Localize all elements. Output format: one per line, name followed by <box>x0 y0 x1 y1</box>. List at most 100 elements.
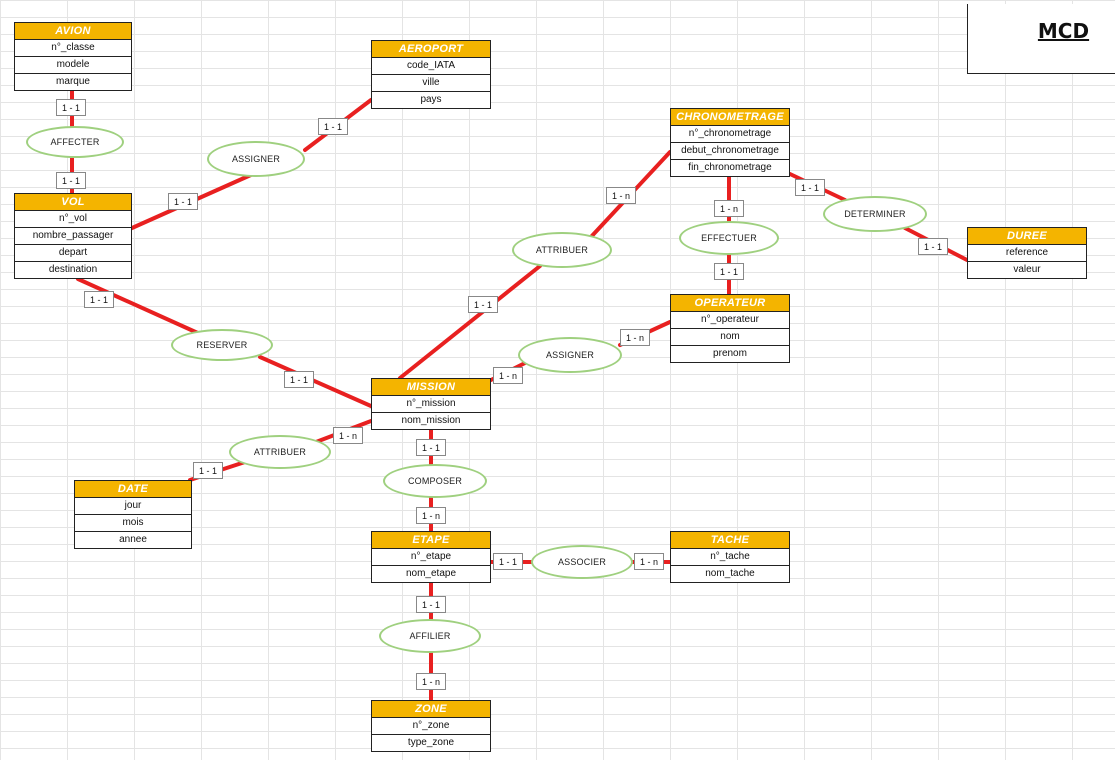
entity-attribute: modele <box>15 57 131 74</box>
entity-attribute: reference <box>968 245 1086 262</box>
association-label: ASSIGNER <box>231 154 281 164</box>
entity-attribute: nom_etape <box>405 568 457 579</box>
link-line <box>398 264 542 380</box>
association-effectuer: EFFECTUER <box>679 221 779 255</box>
link-line <box>258 355 382 412</box>
cardinality-vol-reserver: 1 - 1 <box>84 291 114 308</box>
entity-title: DUREE <box>968 228 1086 245</box>
association-reserver: RESERVER <box>171 329 273 361</box>
entity-title: ZONE <box>372 701 490 718</box>
entity-title: ETAPE <box>372 532 490 549</box>
entity-title: AVION <box>15 23 131 40</box>
association-assigner-operateur: ASSIGNER <box>518 337 622 373</box>
entity-attribute: pays <box>420 94 442 105</box>
cardinality-mission-attribuer: 1 - 1 <box>468 296 498 313</box>
entity-title: TACHE <box>671 532 789 549</box>
cardinality-mission-composer: 1 - 1 <box>416 439 446 456</box>
cardinality-chrono-attribuer: 1 - n <box>606 187 636 204</box>
cardinality-mission-attribuer-date: 1 - n <box>333 427 363 444</box>
entity-attribute: nom_tache <box>705 568 755 579</box>
entity-attribute: n°_operateur <box>671 312 789 329</box>
association-label: DETERMINER <box>844 209 906 219</box>
entity-attribute: debut_chronometrage <box>671 143 789 160</box>
entity-attribute: n°_mission <box>372 396 490 413</box>
entity-attribute: nom_mission <box>401 415 461 426</box>
association-label: AFFILIER <box>409 631 451 641</box>
cardinality-operateur-effectuer: 1 - 1 <box>714 263 744 280</box>
cardinality-chrono-effectuer: 1 - n <box>714 200 744 217</box>
cardinality-tache-associer: 1 - n <box>634 553 664 570</box>
cardinality-vol-assigner: 1 - 1 <box>168 193 198 210</box>
entity-title: AEROPORT <box>372 41 490 58</box>
association-label: ASSIGNER <box>545 350 595 360</box>
entity-attribute: n°_tache <box>671 549 789 566</box>
cardinality-duree-determiner: 1 - 1 <box>918 238 948 255</box>
entity-attribute: annee <box>119 534 147 545</box>
entity-title: MISSION <box>372 379 490 396</box>
cardinality-mission-assigner: 1 - n <box>493 367 523 384</box>
cardinality-etape-composer: 1 - n <box>416 507 446 524</box>
association-label: AFFECTER <box>50 137 100 147</box>
entity-attribute: valeur <box>1013 264 1041 275</box>
association-assigner-aeroport: ASSIGNER <box>207 141 305 177</box>
page-title: MCD <box>1037 18 1090 43</box>
cardinality-etape-associer: 1 - 1 <box>493 553 523 570</box>
cardinality-aeroport-assigner: 1 - 1 <box>318 118 348 135</box>
association-label: RESERVER <box>196 340 248 350</box>
cardinality-chrono-determiner: 1 - 1 <box>795 179 825 196</box>
entity-attribute: ville <box>372 75 490 92</box>
entity-attribute: mois <box>75 515 191 532</box>
title-box: MCD <box>967 4 1115 74</box>
entity-attribute: n°_zone <box>372 718 490 735</box>
entity-attribute: code_IATA <box>372 58 490 75</box>
association-label: ATTRIBUER <box>253 447 307 457</box>
association-label: COMPOSER <box>407 476 463 486</box>
entity-attribute: nom <box>671 329 789 346</box>
association-determiner: DETERMINER <box>823 196 927 232</box>
association-label: ATTRIBUER <box>535 245 589 255</box>
cardinality-etape-affilier: 1 - 1 <box>416 596 446 613</box>
entity-attribute: n°_vol <box>15 211 131 228</box>
association-composer: COMPOSER <box>383 464 487 498</box>
association-label: EFFECTUER <box>701 233 757 243</box>
cardinality-operateur-assigner: 1 - n <box>620 329 650 346</box>
association-associer: ASSOCIER <box>531 545 633 579</box>
cardinality-date-attribuer: 1 - 1 <box>193 462 223 479</box>
entity-attribute: prenom <box>713 348 747 359</box>
association-affilier: AFFILIER <box>379 619 481 653</box>
association-label: ASSOCIER <box>557 557 607 567</box>
association-affecter: AFFECTER <box>26 126 124 158</box>
cardinality-mission-reserver: 1 - 1 <box>284 371 314 388</box>
entity-attribute: fin_chronometrage <box>688 162 772 173</box>
cardinality-zone-affilier: 1 - n <box>416 673 446 690</box>
cardinality-avion-affecter: 1 - 1 <box>56 99 86 116</box>
entity-attribute: marque <box>56 76 90 87</box>
entity-attribute: destination <box>48 264 98 275</box>
entity-title: DATE <box>75 481 191 498</box>
entity-title: OPERATEUR <box>671 295 789 312</box>
entity-attribute: jour <box>75 498 191 515</box>
entity-attribute: n°_etape <box>372 549 490 566</box>
entity-attribute: nombre_passager <box>15 228 131 245</box>
entity-title: CHRONOMETRAGE <box>671 109 789 126</box>
association-attribuer-date: ATTRIBUER <box>229 435 331 469</box>
entity-attribute: depart <box>15 245 131 262</box>
entity-attribute: n°_classe <box>15 40 131 57</box>
association-attribuer-chrono: ATTRIBUER <box>512 232 612 268</box>
cardinality-vol-affecter: 1 - 1 <box>56 172 86 189</box>
entity-attribute: type_zone <box>407 737 455 748</box>
entity-attribute: n°_chronometrage <box>671 126 789 143</box>
